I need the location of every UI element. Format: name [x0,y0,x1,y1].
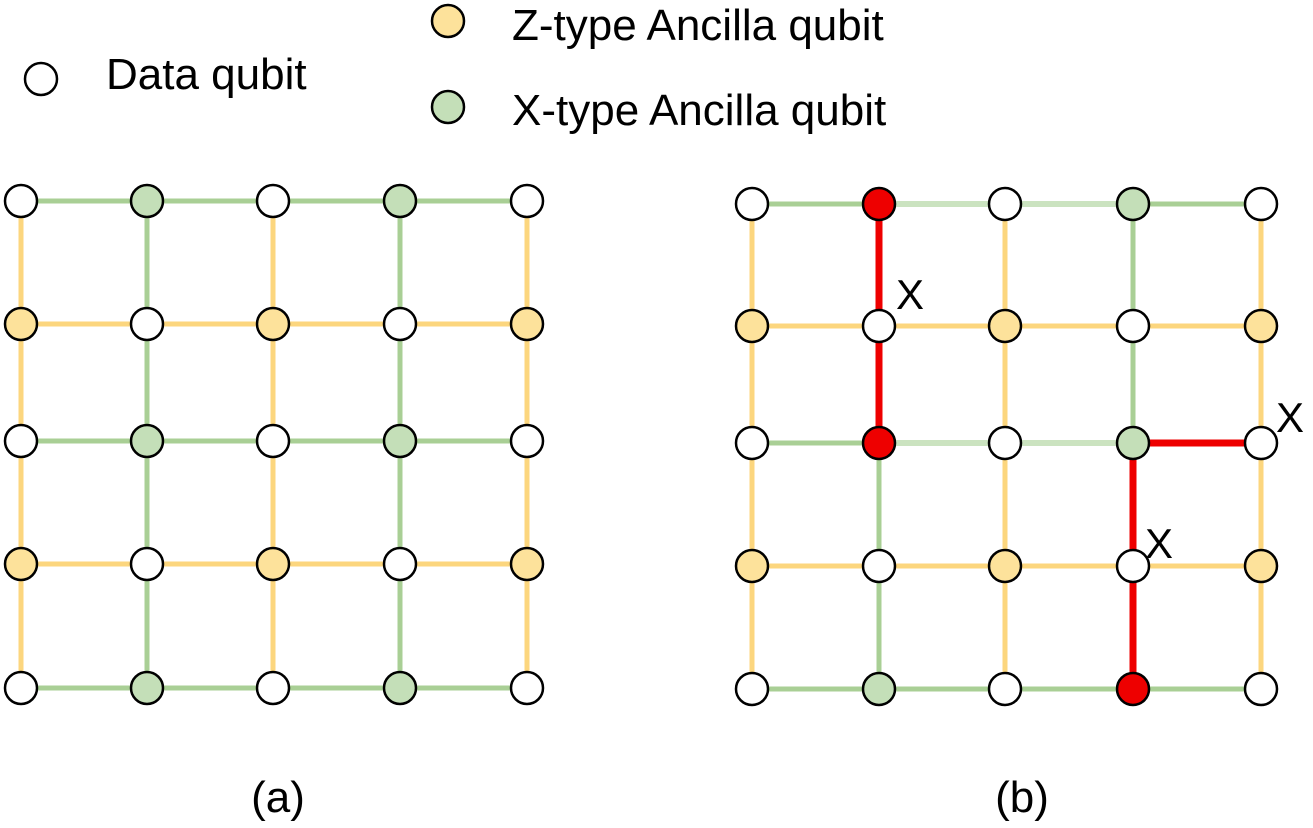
data-qubit [255,183,291,219]
x-ancilla-qubit [129,670,165,706]
data-qubit [3,423,39,459]
data-qubit [987,671,1023,707]
data-qubit [734,186,770,222]
flagged-x-ancilla-qubit [1115,671,1151,707]
data-qubit [1243,425,1279,461]
legend-data-qubit-marker [23,61,59,97]
legend-x-ancilla-marker [430,89,466,125]
x-ancilla-qubit [382,423,418,459]
z-ancilla-qubit [1243,548,1279,584]
error-mark-x: X [1276,394,1304,441]
data-qubit [3,183,39,219]
data-qubit [1243,671,1279,707]
z-ancilla-qubit [255,546,291,582]
lattice-panel-b [734,186,1279,707]
flagged-x-ancilla-qubit [861,186,897,222]
data-qubit [987,186,1023,222]
data-qubit [987,425,1023,461]
data-qubit [509,670,545,706]
data-qubit [861,548,897,584]
z-ancilla-qubit [3,546,39,582]
lattice-edges [18,198,530,691]
legend-z-ancilla-label: Z-type Ancilla qubit [512,1,884,50]
legend-z-ancilla-marker [430,3,466,39]
x-ancilla-qubit [861,671,897,707]
data-qubit [129,546,165,582]
panel-a-caption: (a) [251,773,305,822]
z-ancilla-qubit [3,306,39,342]
z-ancilla-qubit [987,308,1023,344]
data-qubit [129,306,165,342]
data-qubit [861,308,897,344]
panel-b-caption: (b) [995,773,1049,822]
data-qubit [1115,308,1151,344]
flagged-x-ancilla-qubit [861,425,897,461]
data-qubit [734,671,770,707]
data-qubit [509,423,545,459]
x-ancilla-qubit [129,423,165,459]
z-ancilla-qubit [734,548,770,584]
legend: Data qubit Z-type Ancilla qubit X-type A… [23,1,886,135]
lattice-nodes [734,186,1279,707]
z-ancilla-qubit [509,306,545,342]
lattice-nodes [3,183,545,706]
x-ancilla-qubit [382,670,418,706]
legend-data-qubit-label: Data qubit [106,50,307,99]
lattice-edges [749,201,1264,692]
data-qubit [734,425,770,461]
z-ancilla-qubit [509,546,545,582]
z-ancilla-qubit [987,548,1023,584]
data-qubit [382,306,418,342]
x-ancilla-qubit [1115,425,1151,461]
z-ancilla-qubit [1243,308,1279,344]
legend-x-ancilla-label: X-type Ancilla qubit [512,86,886,135]
x-ancilla-qubit [129,183,165,219]
data-qubit [509,183,545,219]
data-qubit [382,546,418,582]
lattice-panel-a [3,183,545,706]
error-mark-x: X [1145,520,1173,567]
data-qubit [3,670,39,706]
data-qubit [1115,548,1151,584]
z-ancilla-qubit [734,308,770,344]
data-qubit [1243,186,1279,222]
z-ancilla-qubit [255,306,291,342]
x-ancilla-qubit [382,183,418,219]
data-qubit [255,423,291,459]
x-ancilla-qubit [1115,186,1151,222]
data-qubit [255,670,291,706]
error-mark-x: X [896,271,924,318]
